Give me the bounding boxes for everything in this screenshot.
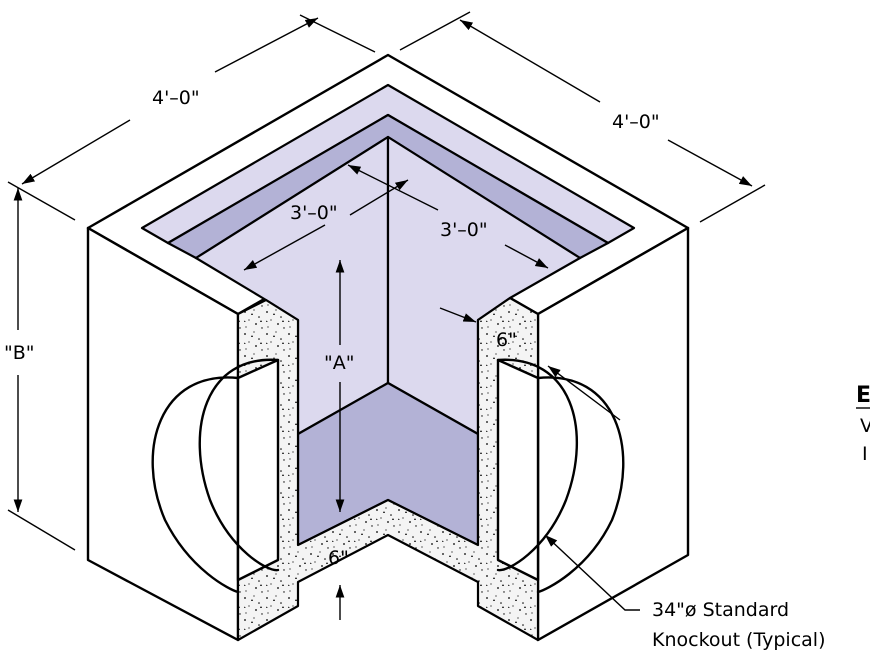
dim-floor: 6" <box>328 547 349 569</box>
dimension-lines <box>7 11 766 620</box>
left-knockout-inner <box>198 358 280 572</box>
edge-char-2: V <box>860 415 870 437</box>
left-notch <box>236 358 280 582</box>
right-notch <box>496 358 540 582</box>
dim-line-top-left <box>21 119 131 185</box>
dim-top-left: 4'–0" <box>152 87 200 109</box>
dim-top-right: 4'–0" <box>612 111 660 133</box>
knockouts <box>151 358 625 594</box>
right-knockout-outer <box>536 376 625 594</box>
callout-line-2: Knockout (Typical) <box>652 629 825 651</box>
callout-line-1: 34"ø Standard <box>652 599 789 621</box>
left-wall-section <box>236 296 540 642</box>
dim-inner-right: 3'–0" <box>440 219 488 241</box>
concrete-sections <box>236 296 540 642</box>
edge-char-1: E <box>856 383 870 408</box>
dim-wall-right: 6" <box>496 329 517 351</box>
left-knockout-outer <box>151 376 240 594</box>
knockout-leader <box>544 534 640 611</box>
right-knockout-inner <box>496 358 578 572</box>
edge-char-3: I <box>862 443 868 465</box>
labels: 4'–0" 4'–0" 3'–0" 3'–0" "A" "B" 6" 6" 34… <box>4 87 870 651</box>
dim-height-b: "B" <box>4 342 35 364</box>
dim-inner-left: 3'–0" <box>290 202 338 224</box>
dim-line-top-right <box>459 19 601 103</box>
dim-height-a: "A" <box>324 352 354 374</box>
